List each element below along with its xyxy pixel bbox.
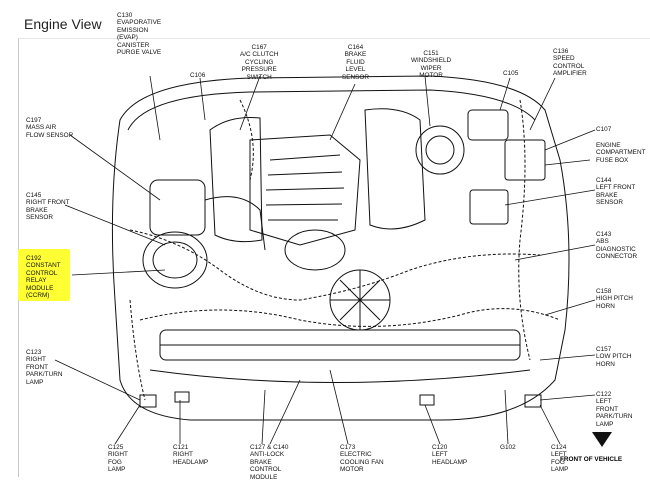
label-c106: C106 <box>190 72 206 79</box>
label-c192: C192 CONSTANT CONTROL RELAY MODULE (CCRM… <box>26 255 61 300</box>
label-c158: C158 HIGH PITCH HORN <box>596 288 633 310</box>
label-c197: C197 MASS AIR FLOW SENSOR <box>26 117 74 139</box>
label-g102: G102 <box>500 444 516 451</box>
label-c136: C136 SPEED CONTROL AMPLIFIER <box>553 48 587 78</box>
label-c127-c140: C127 & C140 ANTI-LOCK BRAKE CONTROL MODU… <box>250 444 289 481</box>
label-c105: C105 <box>503 70 519 77</box>
label-c143: C143 ABS DIAGNOSTIC CONNECTOR <box>596 231 638 261</box>
label-c167: C167 A/C CLUTCH CYCLING PRESSURE SWITCH <box>240 44 279 81</box>
label-c120: C120 LEFT HEADLAMP <box>432 444 468 466</box>
label-engine-compartment-fuse-box: ENGINE COMPARTMENT FUSE BOX <box>596 142 646 164</box>
page-title: Engine View <box>24 16 102 32</box>
label-c157: C157 LOW PITCH HORN <box>596 346 632 368</box>
ccrm-highlight <box>18 249 70 301</box>
label-c107: C107 <box>596 126 612 133</box>
label-c130: C130 EVAPORATIVE EMISSION (EVAP) CANISTE… <box>117 12 162 57</box>
label-c124: C124 LEFT FOG LAMP <box>551 444 569 474</box>
label-c144: C144 LEFT FRONT BRAKE SENSOR <box>596 177 636 207</box>
label-c125: C125 RIGHT FOG LAMP <box>108 444 128 474</box>
label-c151: C151 WINDSHIELD WIPER MOTOR <box>411 50 452 80</box>
label-c122: C122 LEFT FRONT PARK/TURN LAMP <box>596 391 633 428</box>
label-c123: C123 RIGHT FRONT PARK/TURN LAMP <box>26 349 63 386</box>
label-c121: C121 RIGHT HEADLAMP <box>173 444 209 466</box>
label-c173: C173 ELECTRIC COOLING FAN MOTOR <box>340 444 384 474</box>
label-c164: C164 BRAKE FLUID LEVEL SENSOR <box>342 44 369 81</box>
label-c145: C145 RIGHT FRONT BRAKE SENSOR <box>26 192 70 222</box>
front-of-vehicle-label: FRONT OF VEHICLE <box>560 456 623 463</box>
